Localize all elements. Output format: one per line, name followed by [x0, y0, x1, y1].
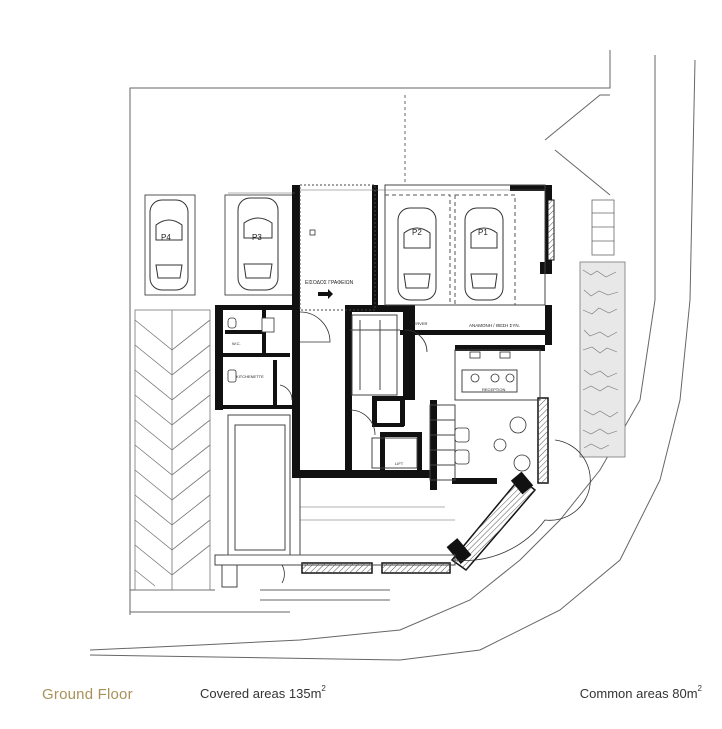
- door-swings: [279, 311, 591, 584]
- parking-labels: P4 P3 P2 P1: [161, 228, 488, 242]
- car-icon: [237, 197, 279, 291]
- floor-title: Ground Floor: [42, 686, 133, 703]
- room-label-wc: W.C.: [232, 341, 241, 346]
- area-unit-superscript: 2: [321, 684, 326, 693]
- parking-bays: [144, 194, 516, 306]
- stone-planter: [579, 261, 626, 458]
- car-icons: [149, 197, 504, 301]
- room-label-entrance: ΕΙΣΟΔΟΣ ΓΡΑΦΕΙΩΝ: [305, 280, 354, 286]
- room-label-server: SERVER: [411, 321, 427, 326]
- side-steps: [591, 199, 615, 256]
- parking-label-p2: P2: [412, 228, 422, 237]
- car-icon: [464, 207, 504, 301]
- entrance-arrow-icon: [318, 289, 333, 299]
- room-labels: ΕΙΣΟΔΟΣ ΓΡΑΦΕΙΩΝ ΑΝΑΜΟΝΗ / ΘΕΣΗ ΣΥΝ. REC…: [232, 280, 520, 466]
- room-label-waiting: ΑΝΑΜΟΝΗ / ΘΕΣΗ ΣΥΝ.: [469, 323, 520, 328]
- covered-area-label: Covered areas 135m2: [200, 684, 326, 701]
- car-icon: [149, 199, 189, 291]
- room-label-kitchenette: KITCHENETTE: [236, 374, 264, 379]
- garden-strip: [134, 309, 211, 591]
- parking-label-p3: P3: [252, 233, 262, 242]
- furniture: [227, 229, 531, 472]
- area-unit-superscript: 2: [697, 684, 702, 693]
- parking-label-p4: P4: [161, 233, 171, 242]
- building-walls: [215, 185, 552, 490]
- angled-wall: [446, 471, 537, 572]
- car-icon: [397, 207, 437, 301]
- common-area-text: Common areas 80m: [579, 686, 698, 701]
- dimension-lines: [225, 189, 545, 556]
- covered-area-text: Covered areas 135m: [200, 686, 322, 701]
- parking-label-p1: P1: [478, 228, 488, 237]
- common-area-label: Common areas 80m2: [579, 684, 702, 701]
- floor-plan-drawing: P4 P3 P2 P1: [89, 50, 696, 661]
- room-label-lift: LIFT: [395, 461, 404, 466]
- window-strips: [301, 199, 555, 574]
- room-label-reception: RECEPTION: [482, 387, 505, 392]
